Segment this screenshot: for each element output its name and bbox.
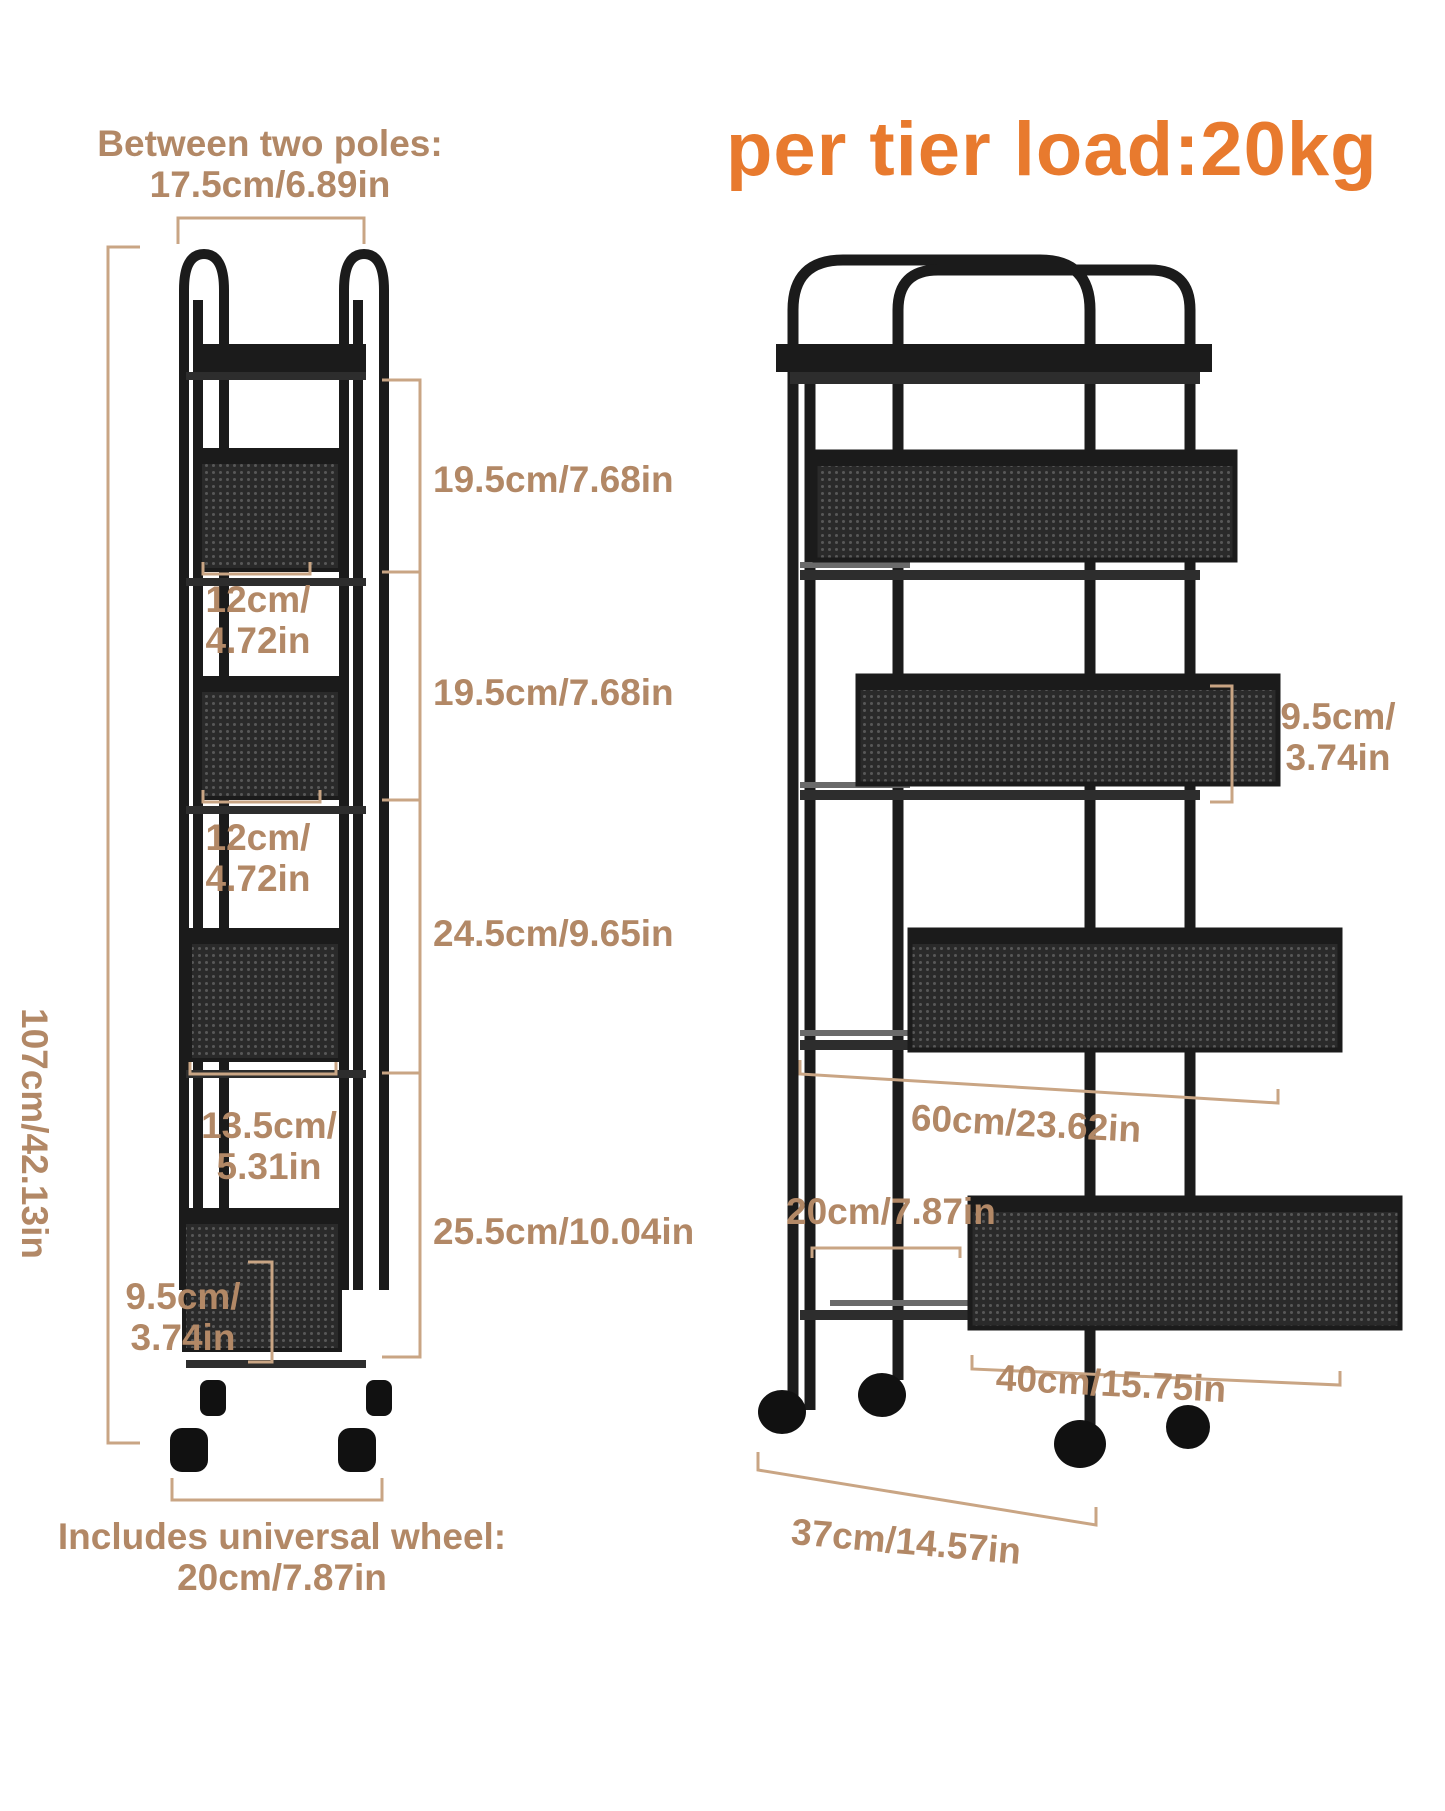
bracket-between-poles	[176, 216, 366, 244]
bracket-basket-length-large	[798, 1060, 1280, 1105]
right-rear-arch	[892, 264, 1196, 1380]
right-cart-frame	[787, 254, 1196, 1430]
wheel-width-line1: Includes universal wheel:	[57, 1516, 507, 1557]
right-rail-2	[800, 790, 1200, 800]
left-rail-4	[186, 1360, 366, 1368]
bracket-base-depth	[756, 1452, 1098, 1527]
right-basket-3	[907, 927, 1343, 1053]
tier-gap-3: 24.5cm/9.65in	[433, 913, 674, 954]
right-basket-2-rim	[858, 676, 1278, 690]
right-front-arch	[787, 254, 1096, 1430]
left-basket-1	[198, 448, 342, 572]
right-basket-1-rim	[815, 452, 1235, 466]
right-basket-4-rim	[970, 1198, 1400, 1212]
right-top-tray-rail	[790, 372, 1200, 384]
dimension-brackets	[106, 216, 1342, 1527]
wheel-width-line2: 20cm/7.87in	[177, 1556, 387, 1598]
right-cart-perspective-view	[758, 254, 1403, 1468]
right-wheel-1	[758, 1390, 806, 1434]
bracket-wheel-width	[170, 1478, 384, 1502]
total-height-label: 107cm/42.13in	[14, 1008, 55, 1259]
basket-depth-left-line1: 9.5cm/	[125, 1276, 241, 1317]
bracket-basket-depth-right	[1210, 684, 1234, 804]
bracket-tier-gaps	[382, 378, 422, 1359]
basket-width-1-line1: 12cm/	[205, 579, 311, 620]
right-top-tray	[776, 344, 1212, 372]
bracket-basket-width-1	[201, 562, 312, 576]
between-poles-label: Between two poles: 17.5cm/6.89in	[60, 123, 480, 205]
basket-depth-left-line2: 3.74in	[130, 1316, 236, 1358]
right-wheel-2	[858, 1373, 906, 1417]
basket-depth-right-line2: 3.74in	[1285, 736, 1391, 778]
between-poles-line1: Between two poles:	[97, 123, 443, 164]
tier-gap-4: 25.5cm/10.04in	[433, 1211, 695, 1252]
left-top-tray-rail	[186, 372, 366, 380]
left-basket-1-rim	[200, 450, 340, 464]
load-capacity-headline: per tier load:20kg	[726, 107, 1378, 192]
slide-rail-1	[800, 562, 910, 568]
left-wheels	[170, 1380, 392, 1472]
basket-width-3-line1: 13.5cm/	[201, 1105, 337, 1146]
slide-rail-3	[800, 1030, 910, 1036]
basket-width-3: 13.5cm/ 5.31in	[184, 1105, 354, 1187]
left-wheel-front-1	[170, 1428, 208, 1472]
right-basket-3-rim	[910, 930, 1340, 944]
left-basket-4-rim	[184, 1210, 340, 1224]
bracket-total-height	[106, 245, 140, 1445]
basket-width-2-line2: 4.72in	[205, 857, 311, 899]
bracket-basket-width-2	[201, 790, 322, 804]
basket-depth-right-line1: 9.5cm/	[1280, 696, 1396, 737]
bracket-basket-length-small	[970, 1355, 1342, 1387]
left-rear-pole	[179, 248, 229, 1290]
left-basket-3	[188, 928, 342, 1062]
left-front-pole	[339, 248, 389, 1290]
left-top-tray	[196, 344, 366, 372]
right-baskets	[812, 449, 1403, 1331]
bracket-basket-offset	[810, 1246, 962, 1258]
right-wheel-4	[1166, 1405, 1210, 1449]
left-wheel-front-2	[338, 1428, 376, 1472]
basket-offset: 20cm/7.87in	[786, 1191, 996, 1232]
tier-gap-1: 19.5cm/7.68in	[433, 459, 674, 500]
right-basket-1	[812, 449, 1238, 563]
right-rail-1	[800, 570, 1200, 580]
right-slide-rails	[800, 562, 970, 1306]
tier-gap-2: 19.5cm/7.68in	[433, 672, 674, 713]
basket-width-2: 12cm/ 4.72in	[178, 817, 338, 899]
basket-width-2-line1: 12cm/	[205, 817, 311, 858]
between-poles-line2: 17.5cm/6.89in	[149, 163, 391, 205]
slide-rail-4	[830, 1300, 970, 1306]
left-wheel-rear-1	[200, 1380, 226, 1416]
basket-width-1-line2: 4.72in	[205, 619, 311, 661]
left-cart-side-view	[170, 248, 392, 1472]
slide-rail-2	[800, 782, 910, 788]
left-basket-2-rim	[200, 678, 340, 692]
basket-depth-right: 9.5cm/ 3.74in	[1273, 696, 1403, 778]
right-wheels	[758, 1373, 1210, 1468]
left-rail-2	[186, 806, 366, 814]
basket-width-1: 12cm/ 4.72in	[178, 579, 338, 661]
wheel-width-label: Includes universal wheel: 20cm/7.87in	[22, 1516, 542, 1598]
right-basket-2	[855, 673, 1281, 787]
left-baskets	[182, 448, 342, 1352]
right-basket-4	[967, 1195, 1403, 1331]
basket-width-3-line2: 5.31in	[216, 1145, 322, 1187]
left-rail-1	[186, 578, 366, 586]
bracket-basket-depth-left	[248, 1260, 274, 1364]
bracket-basket-width-3	[188, 1062, 338, 1076]
left-wheel-rear-2	[366, 1380, 392, 1416]
basket-depth-left: 9.5cm/ 3.74in	[108, 1276, 258, 1358]
right-wheel-3	[1054, 1420, 1106, 1468]
left-basket-2	[198, 676, 342, 800]
left-basket-3-rim	[190, 930, 340, 944]
